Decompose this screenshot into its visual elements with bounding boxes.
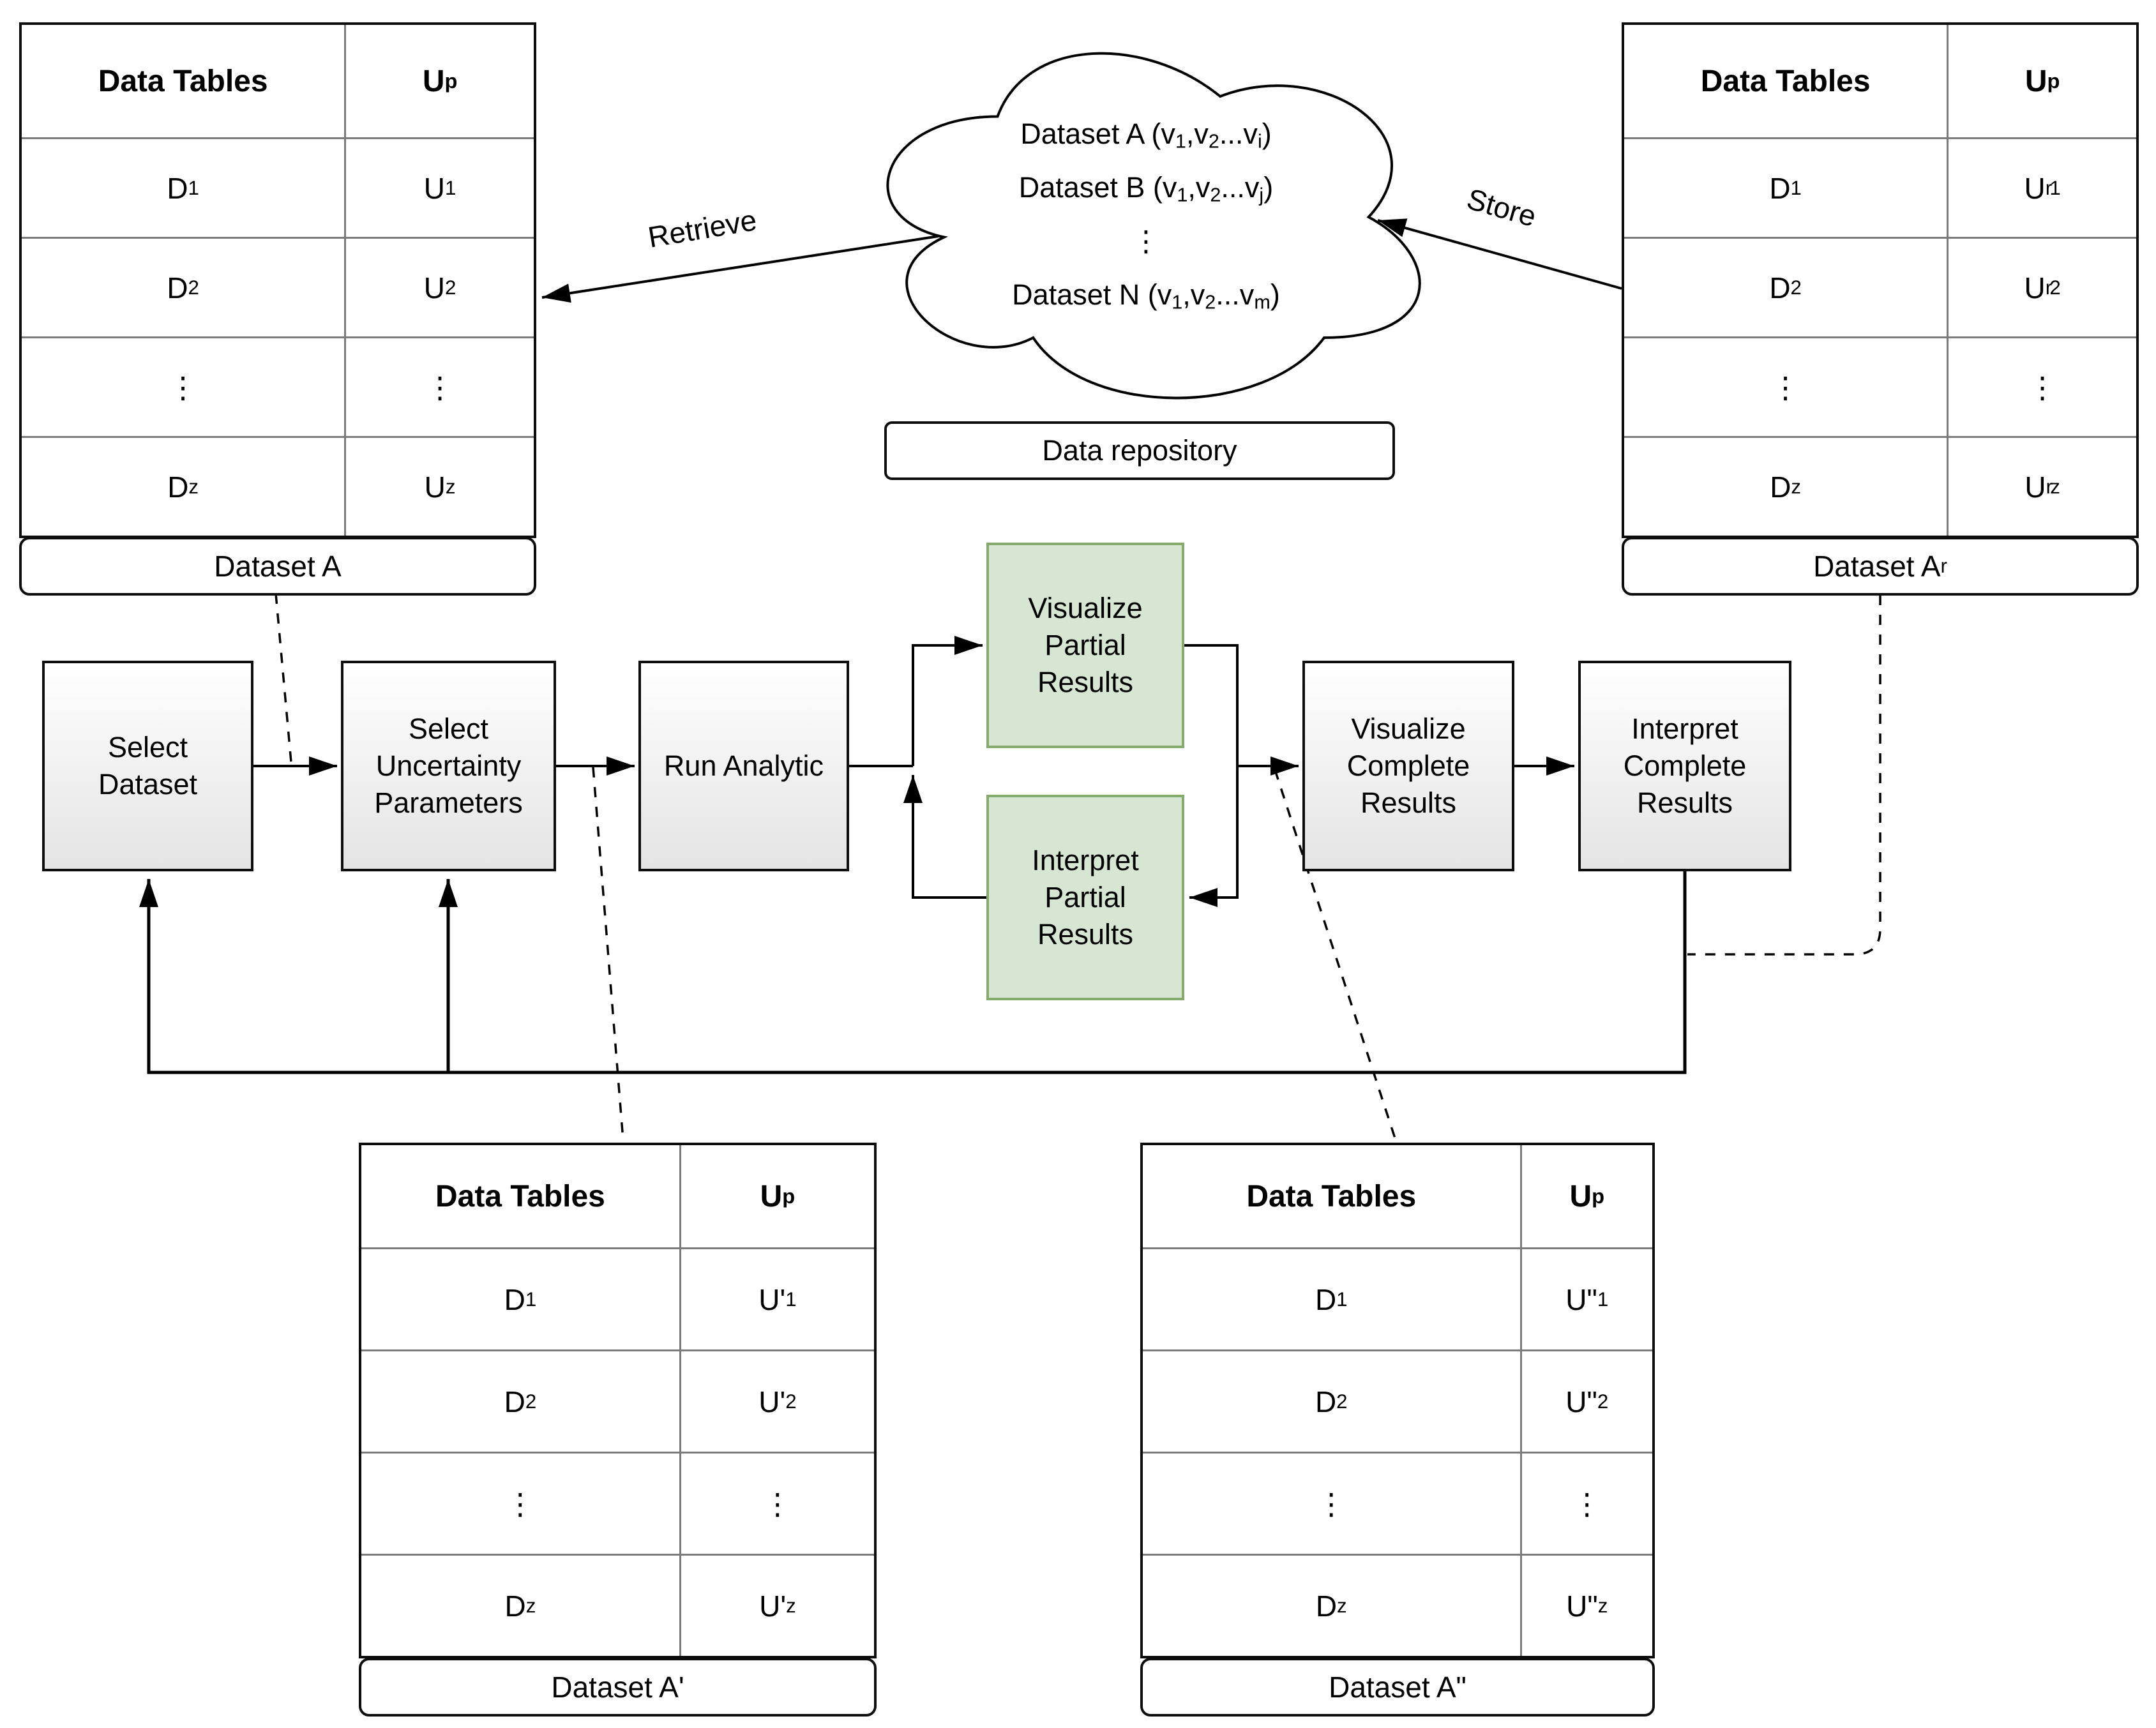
table-cell: U"2 (1519, 1349, 1652, 1452)
table-header: Data Tables (98, 64, 268, 98)
cloud-line-dataset-n: Dataset N (v1,v2...vm) (1012, 278, 1280, 313)
table-header: Data Tables (1246, 1179, 1417, 1213)
step-label: Interpret Complete Results (1623, 712, 1747, 819)
step-label: Visualize Partial Results (1028, 592, 1143, 698)
dashed-dataset-a-doubleprime-link (1274, 769, 1397, 1141)
step-label: Interpret Partial Results (1032, 844, 1139, 950)
table-cell: ⋮ (1143, 1452, 1520, 1554)
table-cell: U"z (1519, 1554, 1652, 1656)
data-repository-label: Data repository (884, 421, 1395, 480)
step-label: Run Analytic (663, 749, 824, 782)
table-cell: ⋮ (344, 336, 534, 436)
table-cell: U"1 (1519, 1247, 1652, 1349)
step-label: Select Uncertainty Parameters (374, 712, 523, 819)
cloud-line-dataset-a: Dataset A (v1,v2...vi) (1020, 117, 1272, 153)
step-run-analytic: Run Analytic (638, 661, 849, 871)
caption-dataset-a: Dataset A (19, 537, 536, 596)
cloud-line-ellipsis: ⋮ (1131, 225, 1161, 257)
step-select-dataset: Select Dataset (42, 661, 253, 871)
table-cell: U'z (679, 1554, 874, 1656)
dashed-dataset-a-link (275, 593, 292, 763)
table-cell: ⋮ (1947, 336, 2136, 436)
step-label: Select Dataset (98, 731, 198, 800)
table-header: Data Tables (435, 1179, 605, 1213)
flow-junction-to-visualize-partial (912, 636, 983, 766)
table-cell: ⋮ (361, 1452, 679, 1554)
feedback-line-to-select-dataset (139, 871, 1687, 1074)
step-visualize-complete-results: Visualize Complete Results (1302, 661, 1514, 871)
table-cell: ⋮ (679, 1452, 874, 1554)
dashed-dataset-a-prime-link (592, 767, 624, 1141)
step-select-uncertainty-parameters: Select Uncertainty Parameters (341, 661, 556, 871)
retrieve-arrow (541, 235, 939, 303)
table-header: Data Tables (1700, 64, 1871, 98)
table-cell: ⋮ (1519, 1452, 1652, 1554)
flow-interpret-partial-loopback (903, 775, 986, 899)
step-visualize-partial-results: Visualize Partial Results (986, 543, 1184, 748)
table-cell: U'1 (679, 1247, 874, 1349)
caption-dataset-a-doubleprime: Dataset A" (1140, 1658, 1655, 1717)
table-cell: ⋮ (1624, 336, 1947, 436)
cloud-line-dataset-b: Dataset B (v1,v2...vj) (1018, 171, 1274, 206)
cloud-dataset-list: Dataset A (v1,v2...vi) Dataset B (v1,v2.… (891, 107, 1401, 322)
table-cell: U'2 (679, 1349, 874, 1452)
caption-dataset-a-prime: Dataset A' (359, 1658, 877, 1717)
store-arrow (1377, 218, 1622, 290)
step-label: Visualize Complete Results (1346, 712, 1470, 819)
step-interpret-partial-results: Interpret Partial Results (986, 795, 1184, 1000)
step-interpret-complete-results: Interpret Complete Results (1578, 661, 1791, 871)
cloud-shape (886, 52, 1421, 400)
table-cell: ⋮ (22, 336, 345, 436)
flow-visualize-partial-to-interpret-partial (1184, 644, 1239, 907)
